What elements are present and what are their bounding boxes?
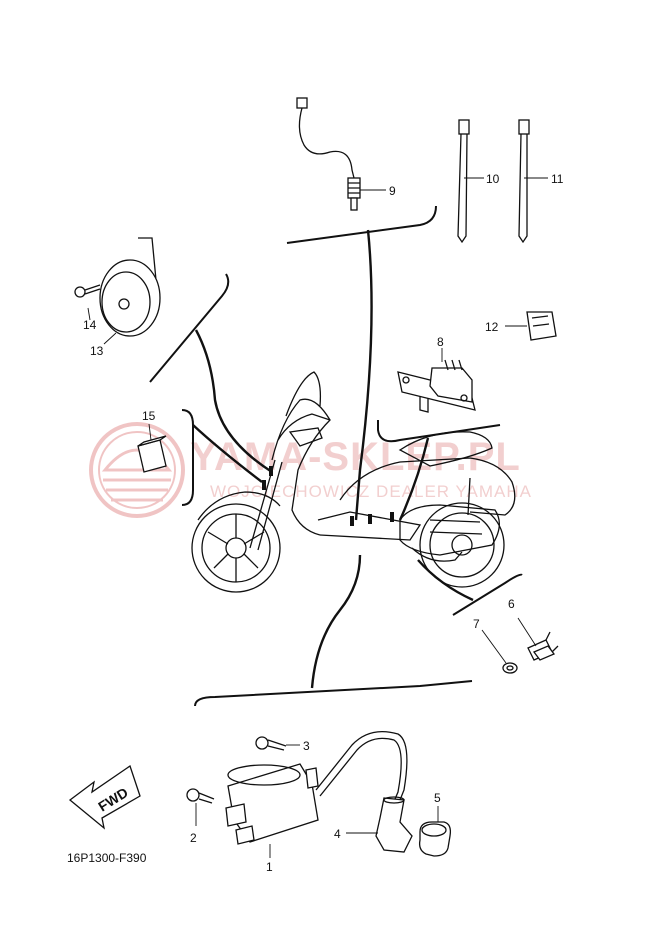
callout-5: 5 — [434, 791, 441, 805]
diagram-code: 16P1300-F390 — [67, 851, 147, 865]
part-7-washer — [481, 629, 518, 674]
callout-8: 8 — [437, 335, 444, 349]
watermark-line2: WOJCIECHOWICZ DEALER YAMAHA — [210, 482, 532, 501]
callout-7: 7 — [473, 617, 480, 631]
watermark-logo-icon — [89, 422, 185, 518]
bracket-sensor — [286, 205, 437, 244]
callout-9: 9 — [389, 184, 396, 198]
part-6-temp-sensor — [517, 617, 559, 661]
part-1-ignition-coil — [225, 763, 319, 858]
watermark-line1: YAMA-SKLEP.PL — [190, 435, 521, 479]
bracket-ignition — [194, 680, 473, 707]
part-13-horn — [99, 237, 161, 345]
callout-2: 2 — [190, 831, 197, 845]
part-2-bolt — [186, 788, 215, 826]
part-12-clip — [505, 311, 557, 341]
callout-1: 1 — [266, 860, 273, 874]
callout-labels: 9 10 11 12 8 14 13 15 6 7 3 5 4 2 1 — [83, 172, 564, 874]
bracket-relay — [181, 409, 194, 506]
callout-11: 11 — [551, 172, 564, 186]
bracket-horn — [149, 273, 230, 383]
callout-4: 4 — [334, 827, 341, 841]
callout-15: 15 — [142, 409, 156, 423]
part-11-cable-tie — [518, 119, 548, 244]
callout-3: 3 — [303, 739, 310, 753]
part-9-sensor — [296, 97, 386, 211]
part-10-cable-tie — [457, 119, 484, 244]
group-brackets — [149, 205, 523, 707]
bracket-regulator — [377, 420, 501, 443]
callout-12: 12 — [485, 320, 499, 334]
watermark: YAMA-SKLEP.PL WOJCIECHOWICZ DEALER YAMAH… — [89, 422, 532, 518]
callout-6: 6 — [508, 597, 515, 611]
scooter-illustration — [191, 371, 516, 593]
callout-10: 10 — [486, 172, 500, 186]
part-4-plug-cap — [315, 731, 413, 853]
part-14-bolt — [74, 284, 101, 321]
part-8-regulator — [397, 348, 476, 413]
part-15-relay — [137, 423, 167, 473]
fwd-arrow-icon: FWD — [68, 764, 141, 830]
part-3-bolt — [255, 736, 300, 751]
bracket-temp-sensor — [452, 573, 523, 616]
callout-13: 13 — [90, 344, 104, 358]
callout-14: 14 — [83, 318, 97, 332]
part-5-seal — [418, 806, 452, 857]
